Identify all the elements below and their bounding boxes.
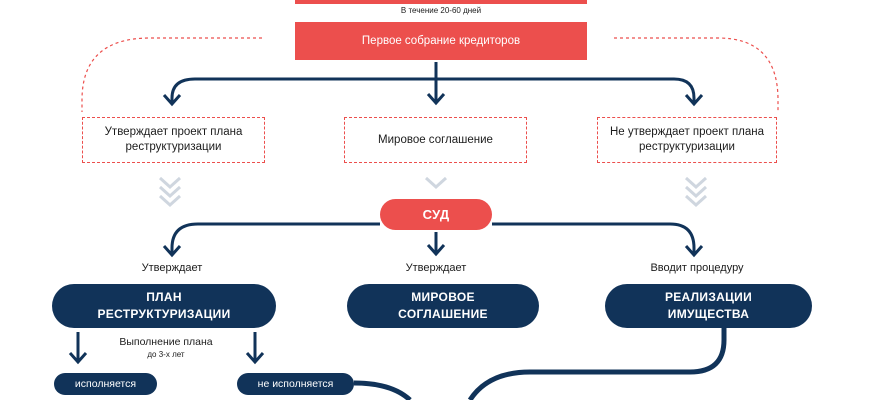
chevron-left-2	[158, 185, 182, 199]
decision-approve-plan-label: Утверждает проект плана реструктуризации	[104, 126, 243, 153]
chevron-left-1	[158, 176, 182, 190]
meeting-label: Первое собрание кредиторов	[361, 35, 521, 47]
period-text: В течение 20-60 дней	[400, 6, 482, 15]
chevron-right-1	[684, 176, 708, 190]
chevron-left-3	[158, 194, 182, 208]
connector-court-left	[170, 222, 380, 255]
plan-execution-caption: Выполнение плана	[119, 336, 213, 348]
arrowhead-plan-fulfilled	[68, 352, 88, 365]
caption-middle: Утверждает	[405, 262, 467, 274]
settlement-box-label: МИРОВОЕ СОГЛАШЕНИЕ	[398, 290, 488, 321]
court-box: СУД	[380, 199, 492, 230]
connector-court-right	[492, 222, 696, 255]
property-sale-label: РЕАЛИЗАЦИИ ИМУЩЕСТВА	[664, 290, 753, 321]
arrowhead-court-mid	[426, 244, 446, 257]
plan-execution-subcaption: до 3-х лет	[147, 350, 185, 359]
decision-settlement: Мировое соглашение	[344, 117, 527, 163]
chevron-right-2	[684, 185, 708, 199]
top-stage-bar	[295, 0, 587, 4]
decision-reject-plan-label: Не утверждает проект плана реструктуриза…	[609, 126, 765, 153]
arrowhead-court-right	[684, 245, 704, 258]
dashed-frame-right	[614, 37, 779, 112]
plan-not-fulfilled-label: не исполняется	[257, 377, 334, 390]
plan-fulfilled-label: исполняется	[74, 377, 137, 390]
chevron-right-3	[684, 194, 708, 208]
decision-approve-plan: Утверждает проект плана реструктуризации	[82, 117, 265, 163]
arrowhead-reject	[684, 94, 704, 107]
decision-settlement-label: Мировое соглашение	[378, 133, 493, 146]
plan-restructuring-label: ПЛАН РЕСТРУКТУРИЗАЦИИ	[97, 290, 231, 321]
connector-meeting-split	[170, 77, 696, 103]
connector-sale-down	[467, 327, 727, 400]
settlement-box: МИРОВОЕ СОГЛАШЕНИЕ	[347, 284, 539, 328]
caption-left: Утверждает	[141, 262, 203, 274]
caption-right: Вводит процедуру	[650, 262, 744, 274]
arrowhead-plan-not-fulfilled	[245, 352, 265, 365]
connector-not-fulfilled-down	[353, 380, 412, 400]
court-label: СУД	[422, 207, 450, 222]
arrowhead-approve	[162, 94, 182, 107]
arrowhead-court-left	[162, 245, 182, 258]
plan-restructuring-box: ПЛАН РЕСТРУКТУРИЗАЦИИ	[52, 284, 276, 328]
property-sale-box: РЕАЛИЗАЦИИ ИМУЩЕСТВА	[605, 284, 812, 328]
meeting-box: Первое собрание кредиторов	[295, 22, 587, 60]
dashed-frame-left	[81, 37, 262, 112]
decision-reject-plan: Не утверждает проект плана реструктуриза…	[597, 117, 777, 163]
arrowhead-settlement	[426, 93, 446, 106]
chevron-mid-1	[424, 176, 448, 190]
plan-not-fulfilled-badge: не исполняется	[237, 373, 354, 395]
plan-fulfilled-badge: исполняется	[54, 373, 157, 395]
